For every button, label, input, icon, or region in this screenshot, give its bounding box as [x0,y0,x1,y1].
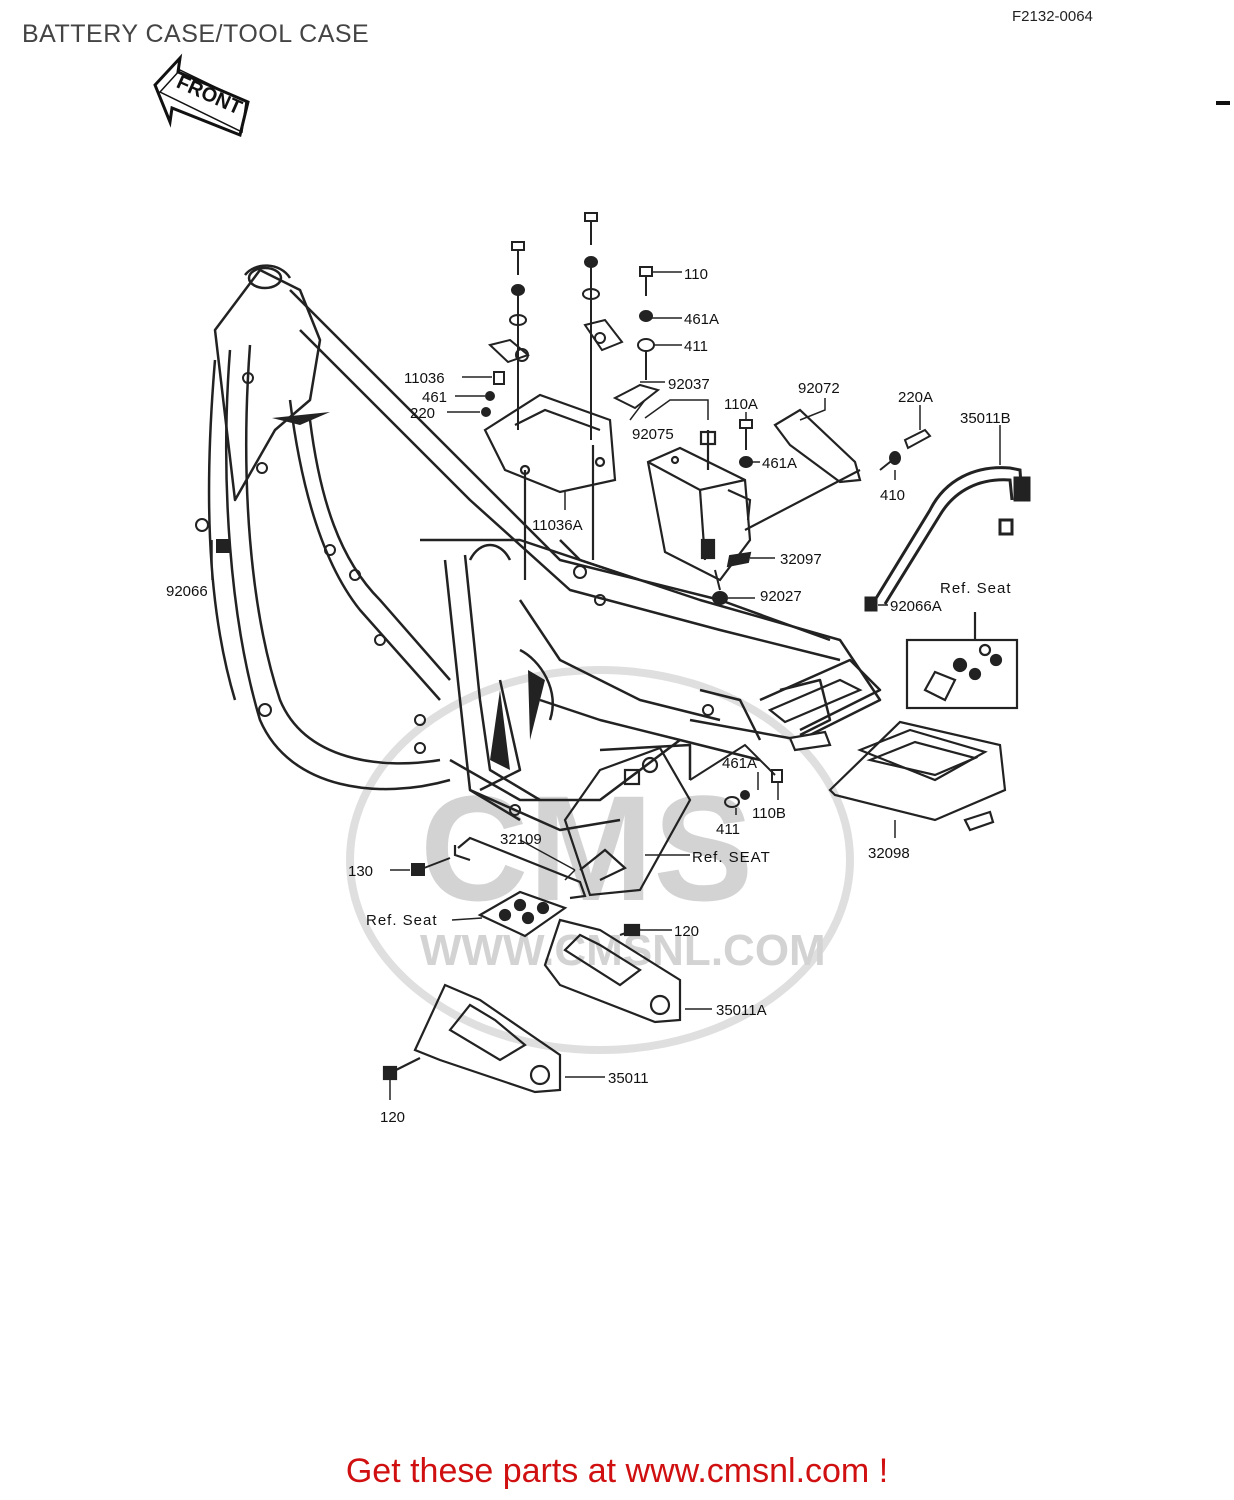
label-120-right: 120 [674,923,699,940]
battery-strap-92072 [744,408,862,531]
label-461: 461 [422,389,447,406]
label-120-left: 120 [380,1109,405,1126]
label-461A-low: 461A [722,755,757,772]
label-110: 110 [684,266,708,283]
label-130: 130 [348,863,373,880]
label-220A: 220A [898,389,933,406]
label-92066A: 92066A [890,598,942,615]
page-title: BATTERY CASE/TOOL CASE [22,20,370,48]
footer-promo[interactable]: Get these parts at www.cmsnl.com ! [345,1452,889,1490]
edge-mark [1216,101,1230,105]
label-ref-seat-mid: Ref. SEAT [692,849,771,866]
label-11036A: 11036A [532,517,583,534]
label-92066: 92066 [166,583,208,600]
small-fasteners-left [481,371,505,417]
ref-seat-box-right [905,612,1019,710]
label-410: 410 [880,487,905,504]
bracket-32109 [453,746,692,900]
label-411-low: 411 [716,821,740,838]
ref-seat-box-left [477,890,568,938]
bolt-110A [739,419,753,468]
label-32098: 32098 [868,845,910,862]
label-92037: 92037 [668,376,710,393]
label-35011B: 35011B [960,410,1011,427]
part-labels: 110 461A 411 11036 461 220 92037 92072 2… [166,266,1012,1126]
motorcycle-frame [207,264,882,832]
label-11036: 11036 [404,370,445,387]
bolt-130 [411,857,451,876]
label-220: 220 [410,405,435,422]
battery-bracket-11036A [483,393,617,580]
label-461A-top: 461A [684,311,719,328]
label-32109: 32109 [500,831,542,848]
watermark: CMS WWW.CMSNL.COM [346,666,854,1054]
battery-case [646,430,752,582]
label-461A-mid: 461A [762,455,797,472]
diagram-code: F2132-0064 [1012,8,1093,25]
label-411-top: 411 [684,338,708,355]
label-32097: 32097 [780,551,822,568]
bolt-220A [879,428,932,471]
frame-gusset-dark [272,412,545,770]
bolt-stack-right [612,266,661,410]
clip-32097 [712,551,752,605]
label-ref-seat-left: Ref. Seat [366,912,438,929]
label-92072: 92072 [798,380,840,397]
label-110B: 110B [752,805,786,822]
label-ref-seat-right: Ref. Seat [940,580,1012,597]
leader-lines [211,271,1001,1100]
label-35011A: 35011A [716,1002,767,1019]
fasteners-110B [689,743,783,808]
side-cover-35011 [382,983,562,1094]
side-cover-35011A [543,918,682,1024]
tool-case-32098 [767,678,1007,832]
vent-tube-35011B [864,466,1031,612]
label-35011: 35011 [608,1070,649,1087]
bolt-stack-middle [582,212,624,440]
label-110A: 110A [724,396,758,413]
grommet-92066 [195,518,230,553]
label-92027: 92027 [760,588,802,605]
label-92075: 92075 [632,426,674,443]
frame-holes [242,372,714,816]
front-arrow: FRONT [153,53,250,138]
bolt-stack-left [487,241,530,430]
